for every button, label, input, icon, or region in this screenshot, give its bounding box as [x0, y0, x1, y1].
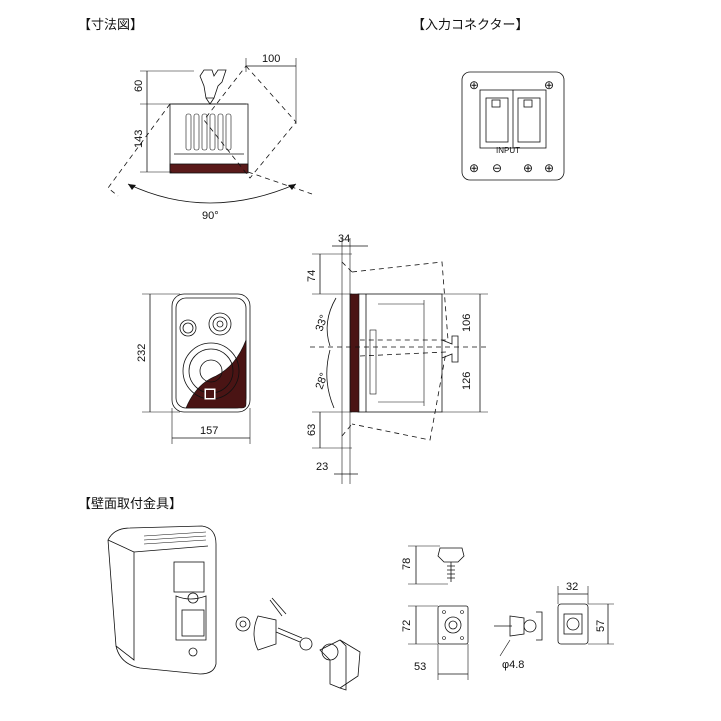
top-view: 90° 60 143 100	[107, 53, 313, 222]
tilt-down-28-label: 28°	[314, 371, 331, 391]
mount-32-label: 32	[566, 581, 578, 593]
angle-90-label: 90°	[202, 210, 219, 222]
input-connector-panel: ⊕ ⊕ ⊕ ⊕ INPUT ⊖ ⊕	[461, 71, 565, 181]
input-label: INPUT	[496, 146, 520, 155]
mount-72-label: 72	[401, 620, 413, 632]
side-106-label: 106	[461, 314, 473, 332]
screw-icon: ⊕	[544, 161, 554, 175]
side-63-label: 63	[306, 424, 318, 436]
mount-57-label: 57	[595, 620, 607, 632]
mount-53-label: 53	[414, 661, 426, 673]
mount-dimension-views: 78 72 53 φ4.8 32 57	[401, 545, 614, 680]
top-height-60-label: 60	[133, 80, 145, 92]
screw-icon: ⊕	[469, 161, 479, 175]
front-view: 232 157	[136, 293, 251, 444]
side-23-label: 23	[316, 461, 328, 473]
section-title-wall-mount: 【壁面取付金具】	[78, 497, 183, 512]
top-width-100-label: 100	[262, 53, 280, 65]
side-view: 33° 28° 34 74 63 23 106 126	[306, 233, 488, 484]
tilt-up-33-label: 33°	[314, 313, 331, 333]
section-title-dimensions: 【寸法図】	[78, 18, 144, 33]
wall-mount-exploded-view	[107, 525, 361, 691]
mount-78-label: 78	[401, 558, 413, 570]
side-34-label: 34	[338, 233, 350, 245]
section-title-input-connector: 【入力コネクター】	[412, 18, 529, 33]
side-126-label: 126	[461, 372, 473, 390]
front-height-232-label: 232	[136, 344, 148, 362]
minus-terminal-icon: ⊖	[492, 161, 502, 175]
screw-icon: ⊕	[469, 78, 479, 92]
front-width-157-label: 157	[200, 425, 218, 437]
plus-terminal-icon: ⊕	[523, 161, 533, 175]
top-height-143-label: 143	[133, 130, 145, 148]
screw-icon: ⊕	[544, 78, 554, 92]
side-74-label: 74	[306, 270, 318, 282]
mount-hole-label: φ4.8	[502, 659, 524, 671]
